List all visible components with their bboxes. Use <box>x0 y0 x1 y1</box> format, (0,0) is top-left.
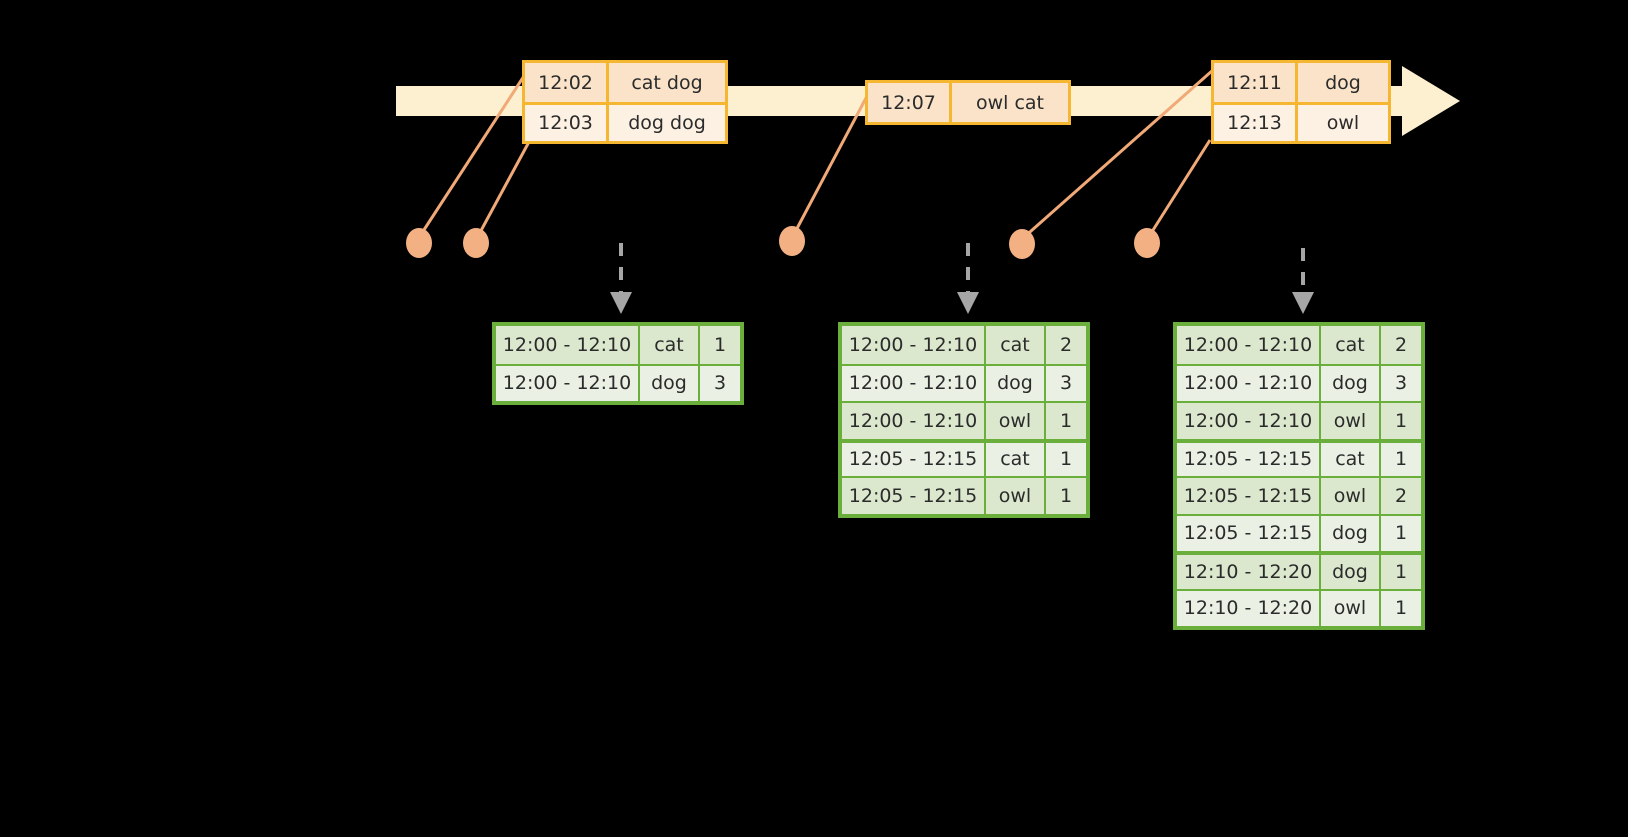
cell-key: cat <box>1321 442 1381 476</box>
connector-dot-5 <box>1134 228 1160 258</box>
cell-key: cat <box>640 326 700 364</box>
cell-key: owl <box>986 478 1046 514</box>
cell-window: 12:00 - 12:10 <box>842 403 986 439</box>
emit-arrow-2 <box>957 243 979 314</box>
cell-window: 12:00 - 12:10 <box>1177 326 1321 364</box>
event-time: 12:07 <box>868 83 952 122</box>
event-group-2: 12:07 owl cat <box>865 80 1071 125</box>
cell-key: owl <box>1321 403 1381 439</box>
cell-count: 1 <box>1046 478 1086 514</box>
event-group-3: 12:11 dog 12:13 owl <box>1211 60 1391 144</box>
connector-line-3 <box>791 97 868 237</box>
cell-window: 12:05 - 12:15 <box>842 442 986 476</box>
connector-dot-3 <box>779 226 805 256</box>
cell-count: 1 <box>1381 515 1421 551</box>
event-row[interactable]: 12:03 dog dog <box>525 102 725 141</box>
cell-window: 12:10 - 12:20 <box>1177 590 1321 626</box>
cell-window: 12:05 - 12:15 <box>1177 478 1321 514</box>
emit-arrows <box>610 243 1314 314</box>
cell-count: 1 <box>1381 590 1421 626</box>
connector-dot-4 <box>1009 229 1035 259</box>
event-row[interactable]: 12:13 owl <box>1214 102 1388 141</box>
connector-line-2 <box>475 139 532 239</box>
cell-count: 1 <box>1046 442 1086 476</box>
cell-key: dog <box>986 365 1046 401</box>
cell-window: 12:00 - 12:10 <box>1177 403 1321 439</box>
event-time: 12:11 <box>1214 63 1298 102</box>
cell-window: 12:05 - 12:15 <box>1177 515 1321 551</box>
cell-count: 1 <box>700 326 740 364</box>
cell-key: dog <box>1321 555 1381 589</box>
event-time: 12:13 <box>1214 105 1298 141</box>
connector-line-5 <box>1146 139 1212 239</box>
cell-key: owl <box>1321 590 1381 626</box>
event-time: 12:02 <box>525 63 609 102</box>
cell-key: owl <box>986 403 1046 439</box>
connector-line-1 <box>418 75 526 237</box>
connector-dot-1 <box>406 228 432 258</box>
cell-window: 12:05 - 12:15 <box>1177 442 1321 476</box>
event-value: owl <box>1298 105 1388 141</box>
cell-count: 2 <box>1381 478 1421 514</box>
cell-window: 12:00 - 12:10 <box>842 365 986 401</box>
cell-count: 3 <box>1046 365 1086 401</box>
cell-key: cat <box>986 326 1046 364</box>
cell-key: dog <box>640 365 700 401</box>
cell-key: owl <box>1321 478 1381 514</box>
event-group-1: 12:02 cat dog 12:03 dog dog <box>522 60 728 144</box>
cell-window: 12:10 - 12:20 <box>1177 555 1321 589</box>
cell-window: 12:00 - 12:10 <box>842 326 986 364</box>
event-row[interactable]: 12:11 dog <box>1214 63 1388 102</box>
cell-key: cat <box>1321 326 1381 364</box>
event-row[interactable]: 12:02 cat dog <box>525 63 725 102</box>
cell-count: 1 <box>1046 403 1086 439</box>
cell-window: 12:00 - 12:10 <box>496 365 640 401</box>
cell-count: 3 <box>1381 365 1421 401</box>
cell-count: 1 <box>1381 442 1421 476</box>
event-value: dog dog <box>609 105 725 141</box>
cell-count: 3 <box>700 365 740 401</box>
cell-window: 12:00 - 12:10 <box>496 326 640 364</box>
cell-window: 12:00 - 12:10 <box>1177 365 1321 401</box>
emit-arrow-1 <box>610 243 632 314</box>
cell-key: cat <box>986 442 1046 476</box>
emit-arrow-3 <box>1292 248 1314 314</box>
event-row[interactable]: 12:07 owl cat <box>868 83 1068 122</box>
event-value: dog <box>1298 63 1388 102</box>
cell-count: 1 <box>1381 403 1421 439</box>
connector-dot-2 <box>463 228 489 258</box>
cell-window: 12:05 - 12:15 <box>842 478 986 514</box>
cell-key: dog <box>1321 515 1381 551</box>
event-time: 12:03 <box>525 105 609 141</box>
event-value: owl cat <box>952 83 1068 122</box>
event-value: cat dog <box>609 63 725 102</box>
cell-count: 1 <box>1381 555 1421 589</box>
cell-count: 2 <box>1046 326 1086 364</box>
cell-count: 2 <box>1381 326 1421 364</box>
cell-key: dog <box>1321 365 1381 401</box>
connector-dots <box>406 226 1160 259</box>
